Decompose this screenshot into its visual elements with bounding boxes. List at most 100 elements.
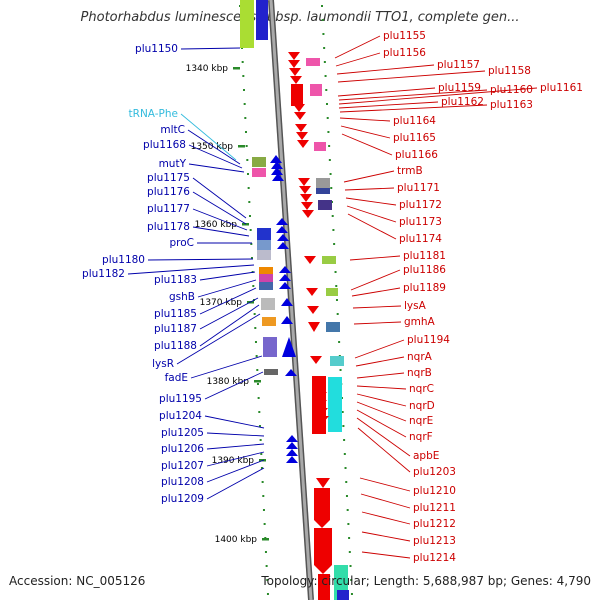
backbone-highlight [269, 0, 313, 600]
gene-reverse-arrow [294, 112, 306, 120]
gene-reverse [316, 178, 330, 188]
gene-label-right: plu1213 [413, 535, 456, 547]
track-dot [261, 481, 264, 483]
leader-line-right [337, 87, 436, 97]
gene-forward [259, 267, 273, 274]
scale-tick-mark [262, 538, 269, 541]
gene-label-right: plu1158 [488, 65, 531, 77]
gene-label-left: fadE [165, 372, 188, 384]
gene-label-left: plu1204 [159, 410, 202, 422]
gene-reverse [291, 84, 303, 106]
leader-line-left [187, 129, 241, 165]
scale-tick-label: 1380 kbp [207, 377, 250, 387]
track-dot [343, 439, 346, 441]
gene-label-left: plu1182 [82, 268, 125, 280]
leader-line-right [353, 321, 402, 325]
track-dot [330, 187, 333, 189]
gene-forward-arrow [270, 155, 282, 163]
gene-reverse-arrow [290, 76, 302, 84]
gene-forward-arrow [285, 369, 297, 376]
leader-line-right [340, 125, 391, 139]
gene-reverse-arrow [300, 194, 312, 202]
gene-forward [261, 298, 275, 310]
gene-forward [262, 317, 276, 326]
gene-forward [256, 0, 268, 40]
track-dot [347, 523, 350, 525]
gene-forward-arrow [271, 167, 283, 175]
track-dot [336, 313, 339, 315]
track-dot [346, 509, 349, 511]
gene-forward-arrow [279, 274, 291, 281]
gene-label-right: trmB [397, 165, 423, 177]
track-dot [327, 131, 330, 133]
track-dot [345, 495, 348, 497]
track-dot [255, 355, 258, 357]
track-dot [329, 173, 332, 175]
gene-forward-arrow [276, 218, 288, 225]
gene-forward-arrow [286, 442, 298, 449]
track-dot [334, 271, 337, 273]
leader-line-right [355, 356, 405, 367]
gene-label-right: plu1212 [413, 518, 456, 530]
gene-forward-arrow [279, 282, 291, 289]
gene-reverse [326, 322, 340, 332]
track-dot [260, 467, 263, 469]
track-dot [244, 117, 247, 119]
track-dot [264, 551, 267, 553]
gene-label-right: nqrD [409, 400, 435, 412]
track-dot [243, 103, 246, 105]
track-dot [335, 299, 338, 301]
accession-text: Accession: NC_005126 [9, 574, 146, 588]
track-dot [326, 117, 329, 119]
gene-forward-arrow [286, 435, 298, 442]
gene-reverse-arrow [297, 140, 309, 148]
track-dot [245, 145, 248, 147]
gene-label-right: plu1210 [413, 485, 456, 497]
track-dot [256, 369, 259, 371]
track-dot [333, 243, 336, 245]
track-dot [258, 425, 261, 427]
gene-forward [257, 240, 271, 250]
track-dot [328, 159, 331, 161]
leader-line-left [147, 258, 254, 261]
leader-line-right [361, 551, 411, 559]
gene-label-left: gshB [169, 291, 195, 303]
gene-label-left: plu1208 [161, 476, 204, 488]
gene-forward [263, 337, 277, 357]
leader-line-left [197, 279, 257, 298]
gene-label-right: plu1214 [413, 552, 456, 564]
leader-line-right [334, 35, 381, 59]
track-dot [262, 495, 265, 497]
gene-reverse-arrow [289, 68, 301, 76]
leader-line-left [176, 313, 261, 365]
track-dot [241, 61, 244, 63]
scale-tick-mark [254, 380, 261, 383]
gene-reverse [306, 58, 320, 66]
leader-line-right [356, 393, 407, 407]
leader-line-right [345, 197, 397, 206]
track-dot [244, 131, 247, 133]
gene-label-left: plu1209 [161, 493, 204, 505]
gene-reverse [322, 256, 336, 264]
scale-tick-label: 1340 kbp [186, 64, 229, 74]
track-dot [348, 537, 351, 539]
leader-line-right [335, 52, 381, 67]
gene-label-right: plu1163 [490, 99, 533, 111]
gene-reverse-arrow [288, 60, 300, 68]
gene-forward-arrow [272, 173, 284, 181]
track-dot [263, 523, 266, 525]
gene-label-left: plu1207 [161, 460, 204, 472]
leader-line-left [127, 264, 255, 275]
gene-forward-arrow [279, 266, 291, 273]
track-dot [325, 89, 328, 91]
gene-forward [240, 0, 254, 48]
gene-label-right: nqrB [407, 367, 432, 379]
gene-reverse-arrow [302, 210, 314, 218]
gene-reverse [314, 142, 326, 151]
gene-forward-arrow [281, 316, 293, 324]
gene-reverse-arrow [295, 124, 307, 132]
track-dot [257, 397, 260, 399]
scale-tick-mark [242, 223, 249, 226]
gene-label-right: plu1171 [397, 182, 440, 194]
track-dot [254, 327, 257, 329]
